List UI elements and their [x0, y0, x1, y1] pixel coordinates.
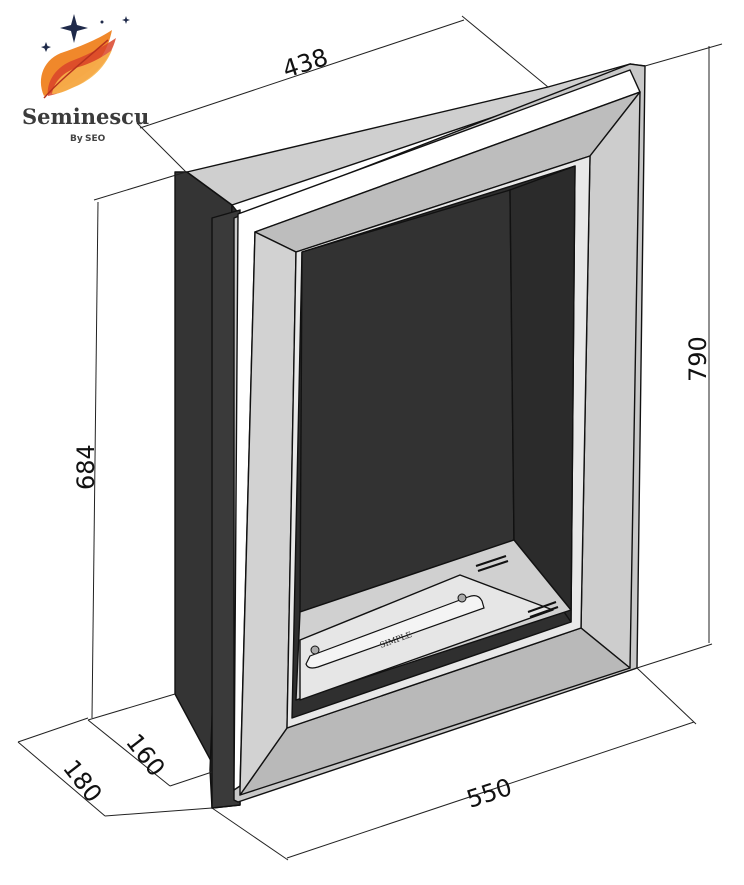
floor-vents	[475, 555, 559, 618]
dimension-top-width: 438	[279, 43, 331, 84]
dimension-box-height: 684	[72, 444, 100, 490]
burner-plate	[299, 574, 554, 701]
dimension-front-width: 550	[463, 773, 515, 814]
firebox-right-wall	[509, 165, 576, 623]
flange-strip	[211, 209, 241, 809]
dimension-total-height: 790	[684, 336, 712, 382]
frame-bevel-left	[239, 231, 297, 796]
star-icon	[41, 14, 130, 52]
dimension-lines	[17, 15, 723, 861]
burner-slot	[305, 595, 485, 669]
firebox-back-wall	[299, 189, 515, 613]
brand-logo: Seminescu By SEO	[22, 14, 149, 144]
dimension-box-depth: 160	[120, 728, 170, 781]
burner-knob-left	[310, 645, 320, 655]
fireplace-body: SIMPLE	[174, 63, 646, 809]
brand-name: Seminescu	[22, 104, 149, 129]
burner-knob-right	[457, 593, 467, 603]
dimension-total-depth: 180	[57, 754, 107, 807]
brand-by-prefix: By	[70, 134, 83, 144]
flame-feather-icon	[40, 30, 116, 99]
brand-by-mark: SEO	[85, 134, 106, 144]
